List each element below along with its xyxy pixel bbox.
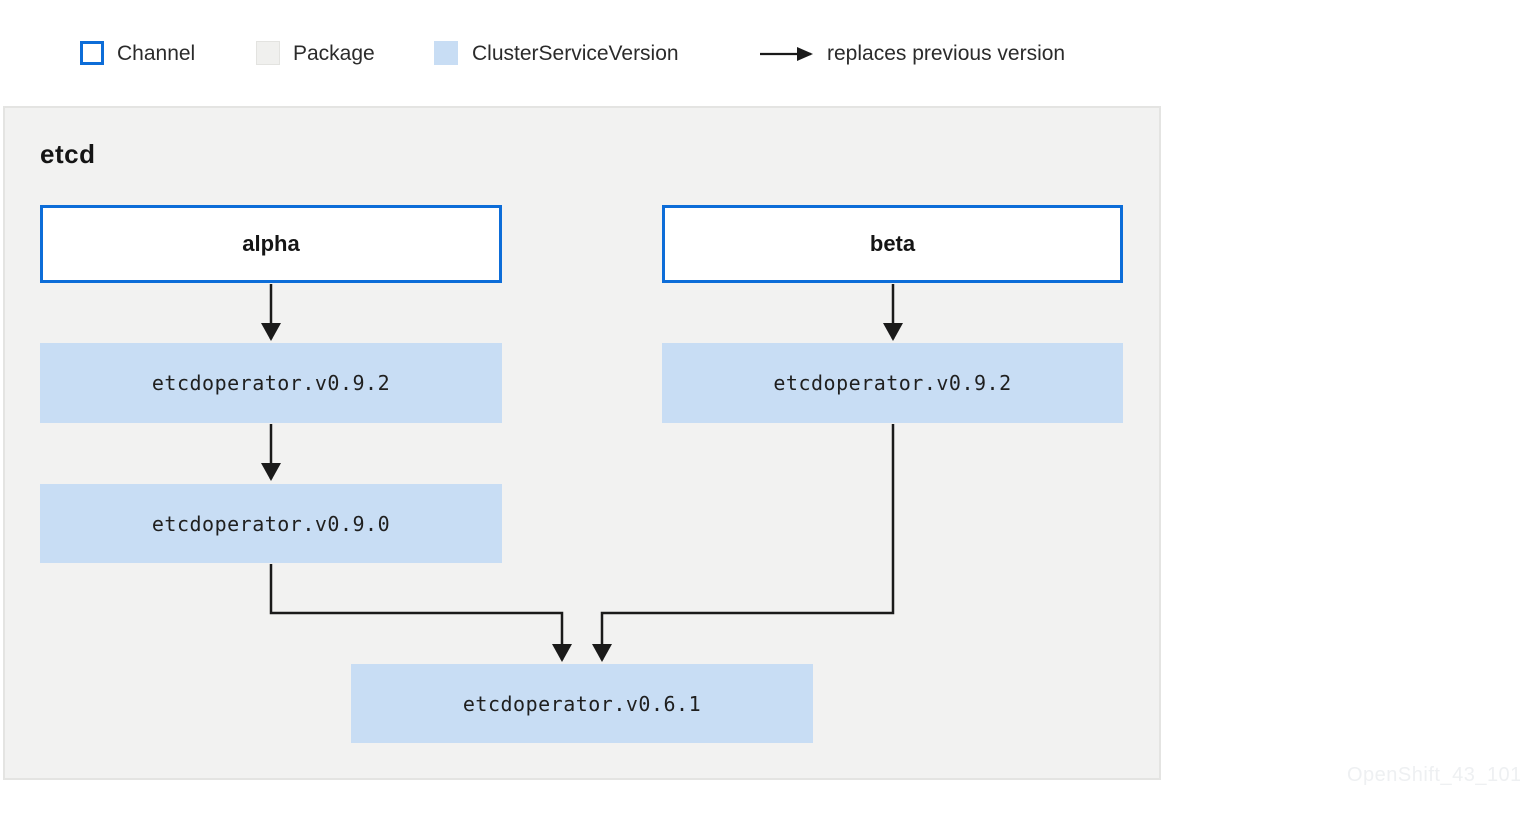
legend-label-channel: Channel — [117, 42, 196, 65]
package-swatch — [256, 41, 280, 65]
channel-swatch — [80, 41, 104, 65]
csv-node-v0-6-1: etcdoperator.v0.6.1 — [351, 664, 813, 743]
csv-label: etcdoperator.v0.9.2 — [773, 371, 1012, 395]
channel-label-beta: beta — [869, 231, 916, 256]
csv-node-alpha-v0-9-0: etcdoperator.v0.9.0 — [40, 484, 502, 563]
channel-label-alpha: alpha — [242, 231, 300, 256]
legend-label-package: Package — [293, 42, 375, 65]
legend-label-replaces: replaces previous version — [827, 42, 1066, 65]
cluster-service-version-swatch — [434, 41, 458, 65]
channel-node-beta: beta — [662, 205, 1123, 283]
csv-node-alpha-v0-9-2: etcdoperator.v0.9.2 — [40, 343, 502, 423]
csv-label: etcdoperator.v0.9.0 — [151, 511, 391, 536]
legend-label-cluster-service-version: ClusterServiceVersion — [472, 42, 679, 65]
csv-label: etcdoperator.v0.6.1 — [462, 691, 702, 716]
csv-label: etcdoperator.v0.9.2 — [151, 371, 391, 395]
watermark: OpenShift_43_1019 — [1347, 764, 1520, 786]
package-title: etcd — [40, 139, 96, 169]
csv-node-beta-v0-9-2: etcdoperator.v0.9.2 — [662, 343, 1123, 423]
channel-node-alpha: alpha — [40, 205, 502, 283]
